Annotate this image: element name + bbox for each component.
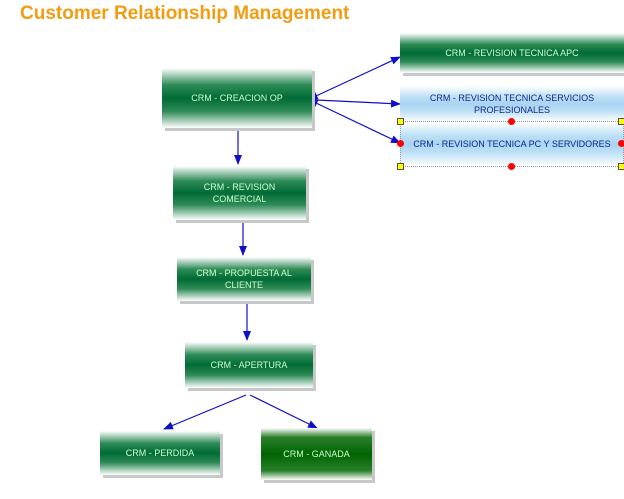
edge-creacion-to-apc[interactable] bbox=[307, 56, 401, 100]
node-revision-servicios-label: CRM - REVISION TECNICA SERVICIOS PROFESI… bbox=[429, 93, 595, 115]
selection-handle-bottom-left[interactable] bbox=[397, 163, 404, 170]
node-revision-servicios[interactable]: CRM - REVISION TECNICA SERVICIOS PROFESI… bbox=[400, 86, 624, 122]
node-apertura-label: CRM - APERTURA bbox=[210, 360, 288, 370]
selection-handle-bottom-middle[interactable] bbox=[508, 163, 515, 170]
node-creacion-op-label: CRM - CREACION OP bbox=[191, 93, 283, 103]
node-ganada-label: CRM - GANADA bbox=[283, 449, 350, 459]
edge-apertura-to-ganada[interactable] bbox=[249, 394, 318, 429]
node-revision-apc-label: CRM - REVISION TECNICA APC bbox=[445, 48, 579, 58]
node-revision-comercial-label: CRM - REVISION COMERCIAL bbox=[203, 182, 276, 204]
node-perdida[interactable]: CRM - PERDIDA bbox=[100, 431, 220, 475]
selection-handle-middle-right[interactable] bbox=[618, 140, 624, 147]
selection-handle-top-middle[interactable] bbox=[508, 118, 515, 125]
selection-handle-middle-left[interactable] bbox=[397, 140, 404, 147]
node-propuesta-cliente[interactable]: CRM - PROPUESTA AL CLIENTE bbox=[177, 257, 311, 301]
node-revision-apc[interactable]: CRM - REVISION TECNICA APC bbox=[400, 33, 624, 73]
diagram-title: Customer Relationship Management bbox=[20, 3, 350, 24]
selection-handle-top-right[interactable] bbox=[618, 118, 624, 125]
edge-creacion-to-pc[interactable] bbox=[307, 99, 401, 144]
node-propuesta-cliente-label: CRM - PROPUESTA AL CLIENTE bbox=[196, 268, 292, 290]
selection-handle-bottom-right[interactable] bbox=[618, 163, 624, 170]
node-perdida-label: CRM - PERDIDA bbox=[125, 448, 195, 458]
edge-creacion-to-servicios[interactable] bbox=[307, 96, 401, 108]
node-creacion-op[interactable]: CRM - CREACION OP bbox=[162, 68, 312, 128]
edge-apertura-to-perdida[interactable] bbox=[163, 394, 247, 430]
selection-handle-top-left[interactable] bbox=[397, 118, 404, 125]
node-ganada[interactable]: CRM - GANADA bbox=[261, 428, 372, 480]
node-revision-pc-label: CRM - REVISION TECNICA PC Y SERVIDORES bbox=[413, 139, 611, 149]
node-revision-comercial[interactable]: CRM - REVISION COMERCIAL bbox=[173, 166, 306, 220]
node-apertura[interactable]: CRM - APERTURA bbox=[185, 342, 313, 388]
node-revision-pc[interactable]: CRM - REVISION TECNICA PC Y SERVIDORES bbox=[400, 121, 624, 167]
